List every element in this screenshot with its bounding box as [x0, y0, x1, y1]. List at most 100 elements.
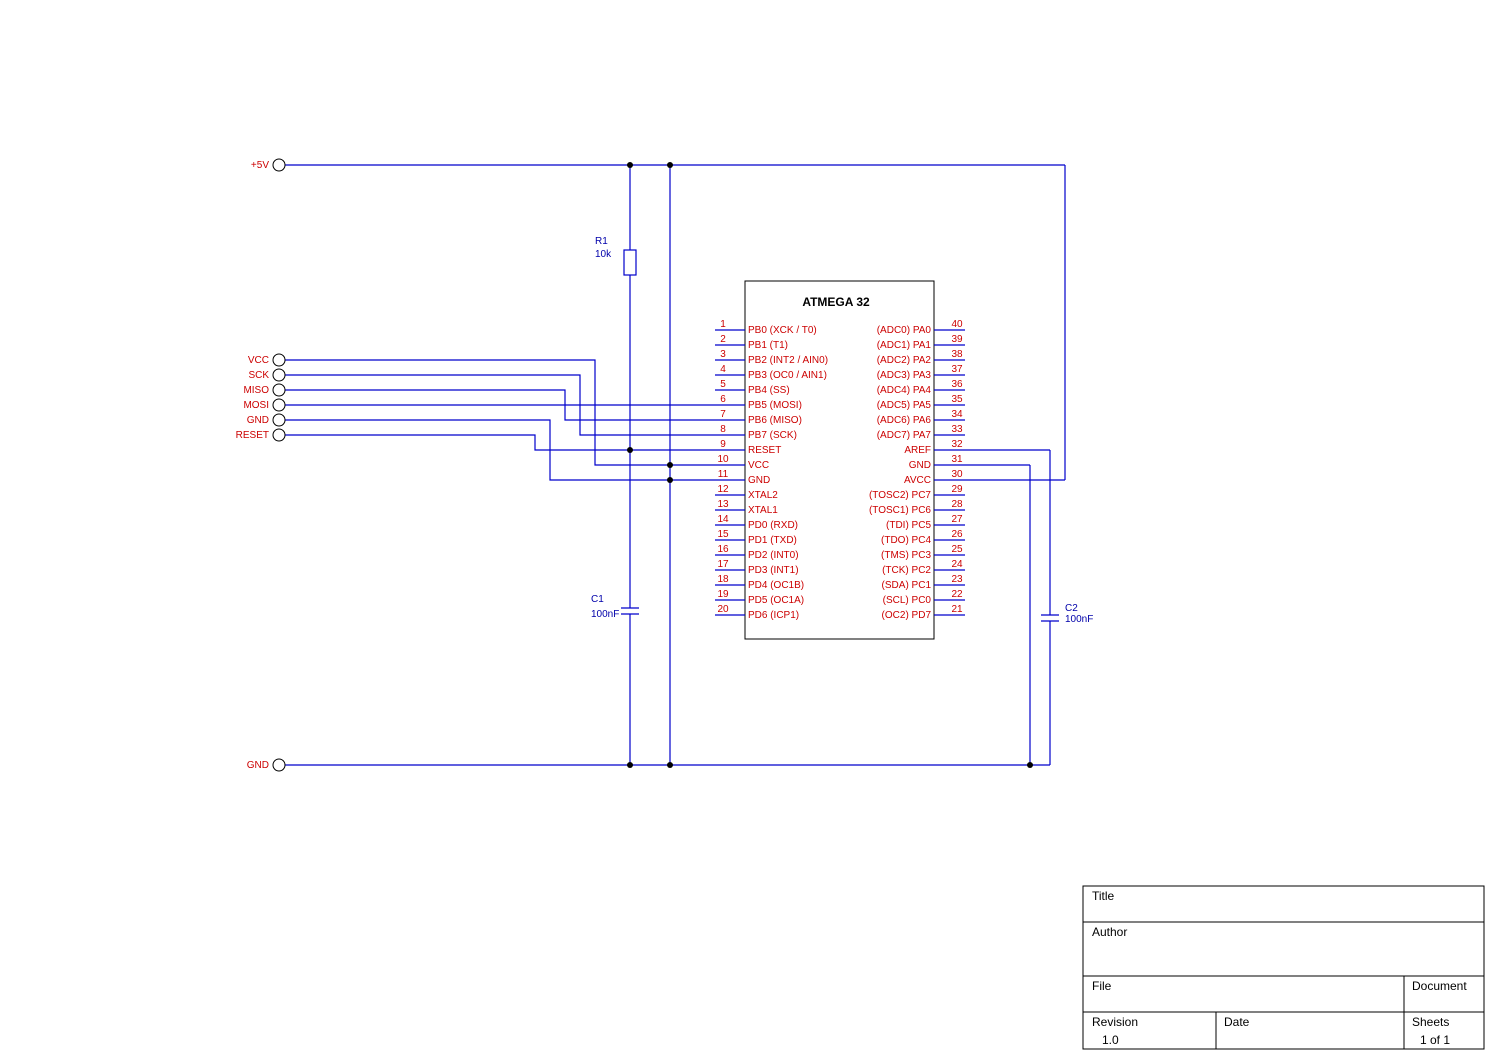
isp-terminal[interactable]	[272, 383, 286, 397]
junction	[627, 447, 633, 453]
chip-pin-name: (ADC0) PA0	[877, 325, 932, 336]
chip-pin-name: (SDA) PC1	[882, 580, 932, 591]
r1-ref: R1	[595, 236, 608, 247]
chip-pin-name: (SCL) PC0	[883, 595, 932, 606]
junction	[667, 162, 673, 168]
chip-pin-number: 38	[951, 349, 963, 360]
chip-pin-number: 23	[951, 574, 963, 585]
chip-pin-name: XTAL1	[748, 505, 778, 516]
document-label: Document	[1412, 979, 1467, 993]
chip-pin-number: 19	[717, 589, 729, 600]
gnd-terminal[interactable]	[272, 758, 286, 772]
isp-reset-wire	[285, 434, 715, 451]
isp-label-vcc: VCC	[248, 355, 269, 366]
chip-pin-name: (ADC6) PA6	[877, 415, 932, 426]
chip-pin-name: RESET	[748, 445, 781, 456]
isp-vcc-wire	[285, 359, 715, 466]
chip-pin-number: 5	[720, 379, 726, 390]
chip-pin-name: PD5 (OC1A)	[748, 595, 804, 606]
chip-pin-number: 31	[951, 454, 963, 465]
chip-pin-name: XTAL2	[748, 490, 778, 501]
junction	[667, 477, 673, 483]
chip-pin-number: 6	[720, 394, 726, 405]
chip-pin-number: 12	[717, 484, 729, 495]
chip-pin-name: PB7 (SCK)	[748, 430, 797, 441]
isp-label-gnd: GND	[247, 415, 269, 426]
chip-pin-name: PB1 (T1)	[748, 340, 788, 351]
chip-pin-number: 40	[951, 319, 963, 330]
chip-pin-name: (ADC1) PA1	[877, 340, 932, 351]
chip-pin-number: 25	[951, 544, 963, 555]
chip-pin-name: PB6 (MISO)	[748, 415, 802, 426]
chip-pin-name: (OC2) PD7	[882, 610, 932, 621]
isp-wires	[285, 359, 715, 481]
net-terminals: +5V GND VCC SCK MISO MOSI GND RESET	[236, 158, 286, 772]
vplus-terminal[interactable]	[272, 158, 286, 172]
chip-pin-name: (ADC7) PA7	[877, 430, 932, 441]
chip-pin-number: 39	[951, 334, 963, 345]
title-block: Title Author File Document Revision 1.0 …	[1082, 885, 1485, 1050]
chip-pin-number: 8	[720, 424, 726, 435]
c1-ref: C1	[591, 594, 604, 605]
chip-pin-name: (TMS) PC3	[881, 550, 931, 561]
isp-terminal[interactable]	[272, 353, 286, 367]
chip-title: ATMEGA 32	[802, 295, 870, 309]
chip-pin-number: 15	[717, 529, 729, 540]
chip-pin-number: 1	[720, 319, 726, 330]
chip-pin-number: 10	[717, 454, 729, 465]
chip-pin-name: AVCC	[904, 475, 931, 486]
sheets-label: Sheets	[1412, 1015, 1449, 1029]
revision-label: Revision	[1092, 1015, 1138, 1029]
junction	[667, 762, 673, 768]
chip-pin-name: (ADC4) PA4	[877, 385, 932, 396]
chip-pin-name: (TOSC2) PC7	[869, 490, 931, 501]
c1-value: 100nF	[591, 609, 619, 620]
chip-pin-name: (ADC3) PA3	[877, 370, 932, 381]
chip-pin-number: 3	[720, 349, 726, 360]
chip-pin-number: 33	[951, 424, 963, 435]
isp-terminal[interactable]	[272, 398, 286, 412]
junction	[667, 462, 673, 468]
c2-ref: C2	[1065, 603, 1078, 614]
chip-pin-name: PD0 (RXD)	[748, 520, 798, 531]
chip-pin-name: PB5 (MOSI)	[748, 400, 802, 411]
r1-resistor	[623, 249, 637, 276]
chip-pin-name: PD2 (INT0)	[748, 550, 799, 561]
chip-right-pins: 40 (ADC0) PA0 39 (ADC1) PA1 38 (ADC2) PA2 37 (A…	[869, 319, 965, 621]
chip-pin-name: (TOSC1) PC6	[869, 505, 931, 516]
isp-terminal[interactable]	[272, 368, 286, 382]
chip-pin-name: PB3 (OC0 / AIN1)	[748, 370, 827, 381]
chip-pin-number: 21	[951, 604, 963, 615]
chip-pin-name: (ADC5) PA5	[877, 400, 932, 411]
chip-pin-number: 35	[951, 394, 963, 405]
isp-terminal[interactable]	[272, 413, 286, 427]
chip-pin-number: 24	[951, 559, 963, 570]
isp-label-miso: MISO	[243, 385, 269, 396]
r1-value: 10k	[595, 249, 612, 260]
isp-terminal[interactable]	[272, 428, 286, 442]
chip-pin-number: 16	[717, 544, 729, 555]
revision-value: 1.0	[1102, 1033, 1119, 1047]
chip-pin-number: 29	[951, 484, 963, 495]
chip-pin-number: 9	[720, 439, 726, 450]
aref-network: C2 100nF	[965, 449, 1093, 765]
chip-pin-name: PD6 (ICP1)	[748, 610, 799, 621]
chip-pin-number: 4	[720, 364, 726, 375]
chip-pin-number: 26	[951, 529, 963, 540]
sheets-value: 1 of 1	[1420, 1033, 1450, 1047]
chip-pin-number: 36	[951, 379, 963, 390]
chip-pin-name: PD1 (TXD)	[748, 535, 797, 546]
chip-pin-number: 27	[951, 514, 963, 525]
chip-pin-number: 2	[720, 334, 726, 345]
junction	[1027, 762, 1033, 768]
chip-body[interactable]	[744, 280, 935, 640]
chip-pin-number: 28	[951, 499, 963, 510]
chip-pin-name: VCC	[748, 460, 769, 471]
chip-pin-name: (ADC2) PA2	[877, 355, 932, 366]
author-label: Author	[1092, 925, 1127, 939]
file-label: File	[1092, 979, 1112, 993]
chip-pin-number: 37	[951, 364, 963, 375]
